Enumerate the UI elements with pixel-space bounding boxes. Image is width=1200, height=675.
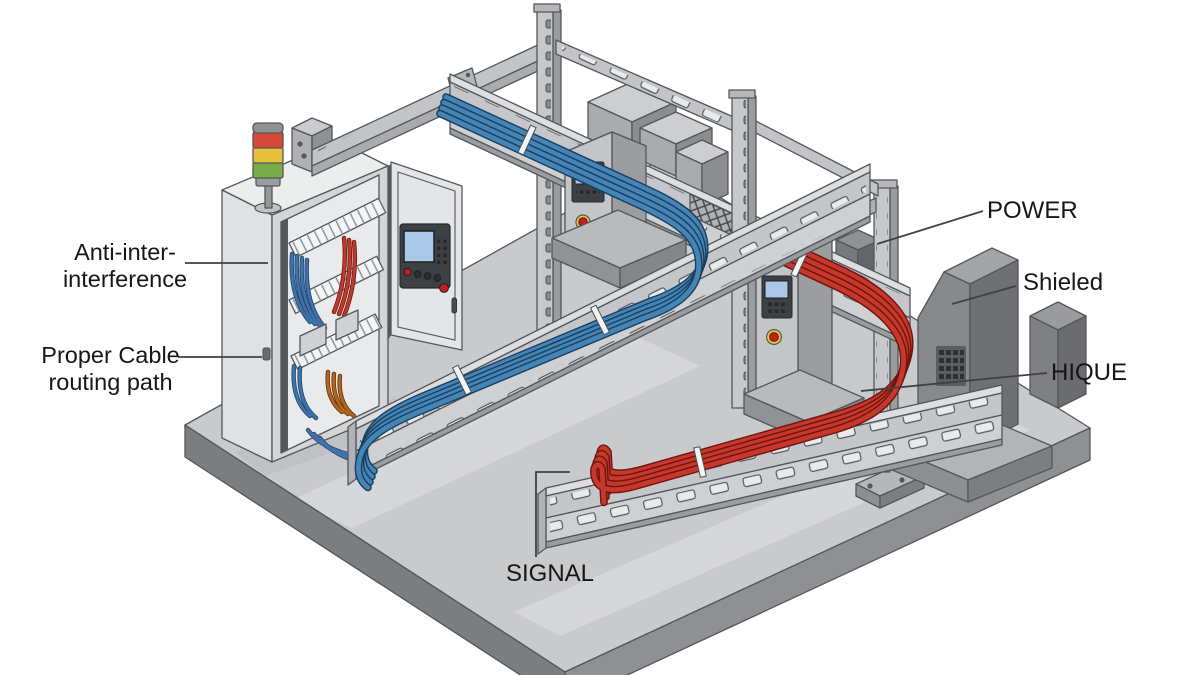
- label-shielded: Shieled: [1023, 269, 1104, 296]
- hmi-panel: [761, 275, 793, 319]
- hmi-screen: [764, 280, 789, 299]
- cabinet-latch: [262, 347, 271, 361]
- stack-light-green-segment: [252, 161, 284, 179]
- stack-light-yellow-segment: [252, 146, 284, 164]
- leader-power: [876, 210, 984, 245]
- cable-tie: [589, 304, 611, 336]
- hmi-button: [433, 274, 442, 282]
- hmi-button: [439, 283, 449, 293]
- label-signal: SIGNAL: [506, 560, 595, 587]
- leader-signal: [535, 471, 570, 557]
- leader-shielded: [951, 285, 1017, 305]
- label-power: POWER: [987, 197, 1078, 224]
- cabinet-door: [388, 161, 463, 351]
- hmi-button: [403, 267, 412, 277]
- cable-tie: [693, 446, 707, 478]
- leader-lines: [178, 210, 1048, 557]
- label-proper-cable-line1: Proper Cable: [41, 342, 180, 368]
- label-anti-interference-line2: interference: [62, 266, 188, 292]
- label-proper-cable-line2: routing path: [48, 369, 173, 395]
- floor-walkway: [292, 338, 700, 528]
- interior-lower-wires: [291, 363, 357, 421]
- din-component: [299, 323, 327, 357]
- hmi-button: [423, 272, 432, 280]
- signal-cables-blue: [358, 97, 704, 488]
- door-hmi-panel: [399, 223, 451, 293]
- label-anti-interference: Anti-inter- interference: [30, 239, 220, 293]
- cable-tie: [517, 124, 537, 156]
- machine-box-dark: [1029, 301, 1087, 409]
- control-cabinet: [221, 122, 389, 467]
- label-hique: HIQUE: [1051, 359, 1128, 386]
- interior-power-wires: [331, 235, 358, 319]
- hmi-keypad: [437, 236, 448, 266]
- label-proper-cable-routing: Proper Cable routing path: [18, 342, 203, 396]
- cable-tray-bottom: [537, 384, 1003, 555]
- hmi-screen: [403, 230, 435, 263]
- stack-light: [252, 122, 284, 214]
- vent-grille: [936, 346, 966, 386]
- door-handle: [451, 297, 457, 314]
- stack-light-red-segment: [252, 131, 284, 149]
- din-component: [335, 309, 359, 341]
- interior-signal-wires: [289, 251, 328, 331]
- label-anti-interference-line1: Anti-inter-: [74, 239, 176, 265]
- hmi-keypad: [766, 302, 788, 313]
- stack-light-cap: [252, 122, 284, 134]
- hmi-button: [413, 270, 422, 278]
- hmi-keypad: [576, 188, 600, 198]
- leader-hique: [860, 372, 1048, 392]
- cable-tie: [451, 364, 473, 396]
